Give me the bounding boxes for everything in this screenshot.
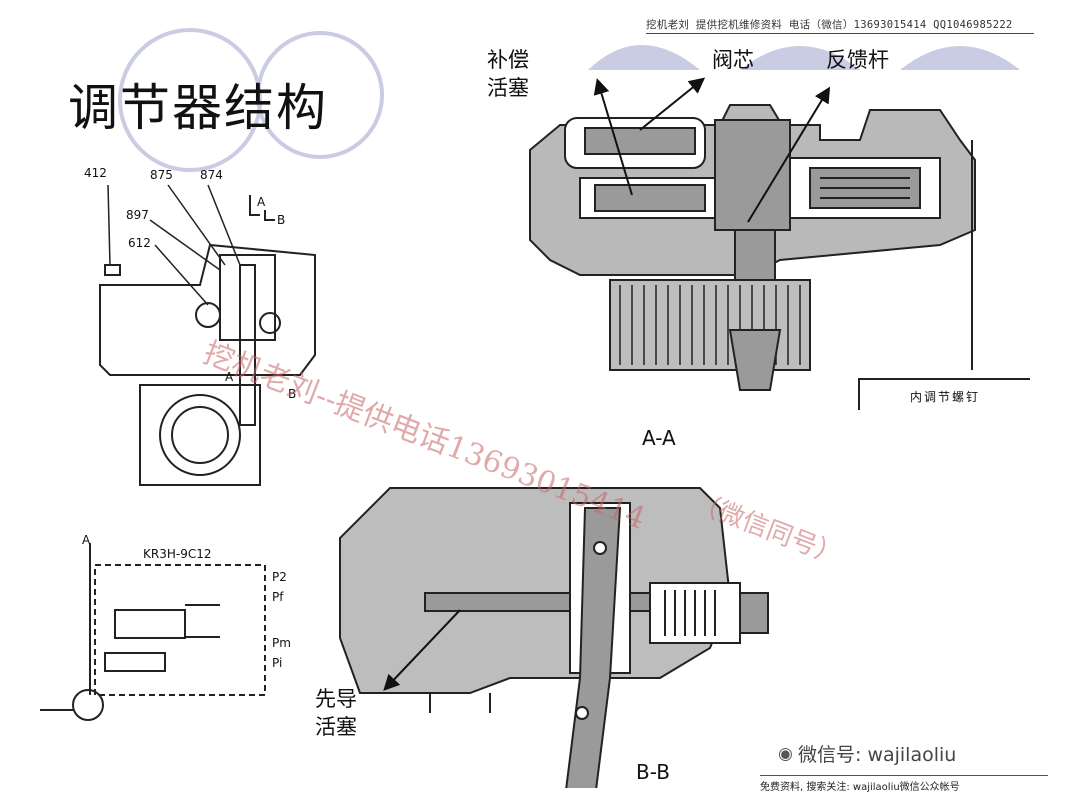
hydraulic-schematic	[40, 543, 266, 721]
leader-412	[107, 184, 111, 266]
spool-rod	[239, 264, 256, 426]
lower-bore	[159, 394, 241, 476]
part-612: 612	[128, 236, 151, 250]
part-412: 412	[84, 166, 107, 180]
marker-a-1: A	[257, 195, 266, 209]
pump-symbol	[72, 689, 104, 721]
marker-b-1: B	[277, 213, 286, 227]
pilot-piston	[424, 592, 676, 612]
feedback-cylinder	[609, 279, 811, 371]
valve-lines	[185, 604, 220, 638]
port-pi: Pi	[272, 656, 283, 670]
spring-lines	[820, 177, 910, 199]
lever-hole	[575, 706, 589, 720]
decor-arc-3	[900, 46, 1020, 70]
part-874: 874	[200, 168, 223, 182]
lever-block	[714, 119, 791, 231]
pin-612	[195, 302, 221, 328]
part-875: 875	[150, 168, 173, 182]
actuator	[104, 652, 166, 672]
callout-feedback-lever: 反馈杆	[826, 48, 889, 72]
wechat-id: 微信号: wajilaoliu	[798, 744, 957, 766]
section-aa-drawing	[529, 104, 976, 391]
marker-a-2: A	[225, 370, 234, 384]
decor-arc-1	[588, 45, 700, 70]
wechat-icon: ◉	[778, 744, 793, 764]
callout-spool: 阀芯	[712, 48, 754, 72]
section-label-aa: A-A	[642, 426, 676, 450]
side-body	[99, 243, 316, 376]
spool	[584, 127, 696, 155]
section-label-bb: B-B	[636, 760, 670, 784]
comp-piston	[594, 184, 706, 212]
marker-a-top	[249, 195, 260, 216]
lever-tip	[728, 329, 782, 391]
cylinder-ribs	[619, 285, 801, 365]
regulator-box	[94, 564, 266, 696]
bolt-412	[104, 264, 121, 276]
pin-right	[259, 312, 281, 334]
part-leaders	[149, 184, 241, 306]
side-view-drawing	[99, 184, 316, 486]
pilot-spring	[664, 590, 716, 636]
lower-body	[139, 384, 261, 486]
schematic-model: KR3H-9C12	[143, 547, 212, 561]
footer-rule	[760, 775, 1048, 776]
header-text: 挖机老刘 提供挖机维修资料 电话（微信）13693015414 QQ104698…	[646, 19, 1013, 31]
marker-b-top	[264, 210, 275, 221]
valve-spool	[114, 609, 186, 639]
lever-pin	[593, 541, 607, 555]
port-pm: Pm	[272, 636, 291, 650]
spool-housing	[219, 254, 276, 341]
lower-bore-inner	[171, 406, 229, 464]
marker-b-2: B	[288, 387, 297, 401]
mount-legs	[429, 693, 491, 713]
schematic-axis-label: A	[82, 533, 91, 547]
decor-arc-2	[740, 46, 860, 70]
callout-pilot-piston: 先导活塞	[315, 687, 357, 739]
slide-title: 调节器结构	[68, 79, 328, 137]
footer-text: 免费资料, 搜索关注: wajilaoliu微信公众帐号	[760, 782, 960, 793]
end-cap	[739, 592, 769, 634]
inner-screw-label: 内调节螺钉	[858, 378, 1030, 410]
port-pf: Pf	[272, 590, 284, 604]
port-p2: P2	[272, 570, 287, 584]
part-897: 897	[126, 208, 149, 222]
header-rule	[646, 33, 1034, 34]
decor-circle-2	[256, 31, 384, 159]
callout-comp-piston-1: 补偿活塞	[487, 48, 529, 100]
